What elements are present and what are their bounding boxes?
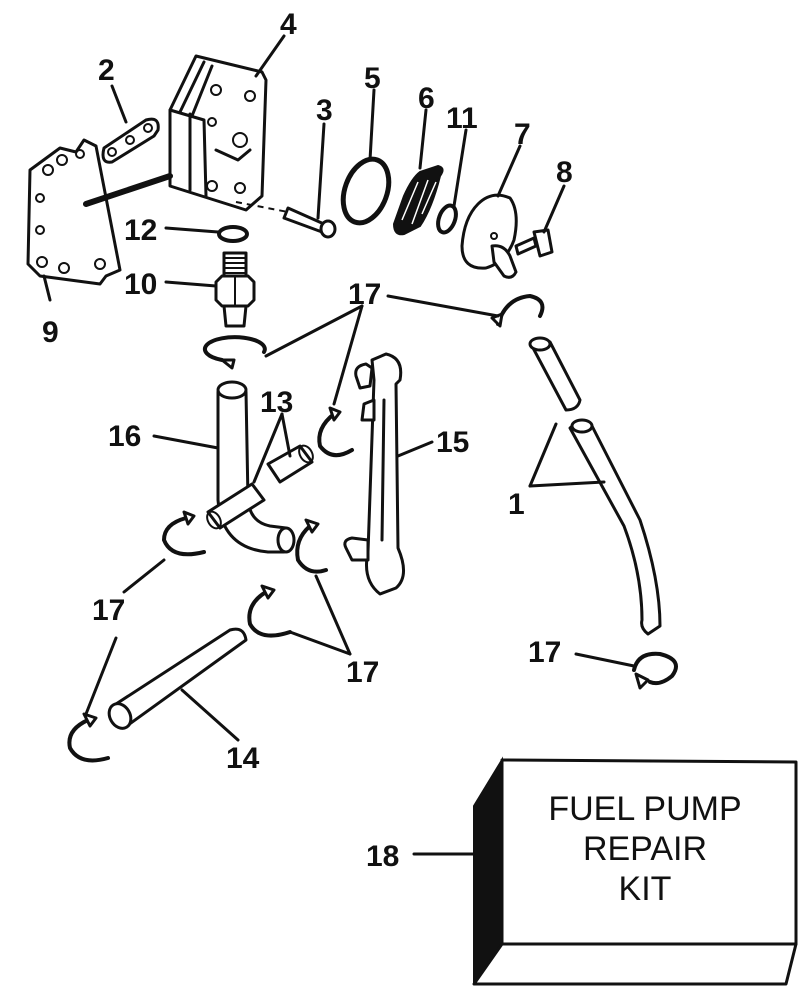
hose-clip-part (247, 584, 292, 638)
hose-connector-part (266, 444, 314, 484)
part-number-12: 12 (124, 214, 157, 247)
fuel-pump-repair-kit-box (472, 756, 798, 986)
cover-screw-part (514, 228, 554, 258)
leader-lines (42, 34, 636, 856)
part-number-7: 7 (514, 118, 531, 151)
fuel-hose-part (528, 336, 662, 636)
hose-clip-part (162, 510, 206, 557)
part-number-2: 2 (98, 54, 115, 87)
part-number-9: 9 (42, 316, 59, 349)
straight-hose-part (107, 627, 248, 730)
gasket-plate-part (26, 138, 122, 286)
hose-clip-part (67, 712, 110, 763)
check-valve-plate-part (101, 117, 160, 164)
part-number-17: 17 (528, 636, 561, 669)
pump-cover-part (460, 193, 518, 279)
part-number-16: 16 (108, 420, 141, 453)
filter-screen-part (392, 164, 444, 236)
kit-label-line-2: REPAIR (583, 830, 707, 868)
hose-clip-part (632, 651, 678, 690)
o-ring-part (340, 156, 392, 226)
part-number-3: 3 (316, 94, 333, 127)
part-number-4: 4 (280, 8, 297, 41)
part-number-15: 15 (436, 426, 469, 459)
fuel-tube-assembly-part (343, 352, 405, 596)
hose-clip-part (490, 294, 545, 328)
small-o-ring-part (436, 203, 458, 235)
part-number-10: 10 (124, 268, 157, 301)
kit-label-line-3: KIT (619, 870, 672, 908)
hose-connector-part (206, 482, 266, 530)
part-number-13: 13 (260, 386, 293, 419)
fitting-o-ring-part (217, 225, 249, 243)
part-number-17: 17 (346, 656, 379, 689)
hose-clip-part (317, 406, 354, 458)
part-number-11: 11 (446, 102, 478, 135)
bolt-part (235, 201, 337, 239)
fuel-pump-body-part (83, 54, 268, 212)
part-number-5: 5 (364, 62, 381, 95)
part-number-18: 18 (366, 840, 399, 873)
part-number-17: 17 (92, 594, 125, 627)
hose-fitting-part (214, 251, 256, 328)
kit-label-line-1: FUEL PUMP (548, 790, 741, 828)
part-number-6: 6 (418, 82, 435, 115)
part-number-1: 1 (508, 488, 525, 521)
hose-clip-part (295, 518, 328, 574)
hose-clip-part (202, 335, 267, 370)
part-number-8: 8 (556, 156, 573, 189)
part-number-14: 14 (226, 742, 260, 775)
part-number-17: 17 (348, 278, 381, 311)
